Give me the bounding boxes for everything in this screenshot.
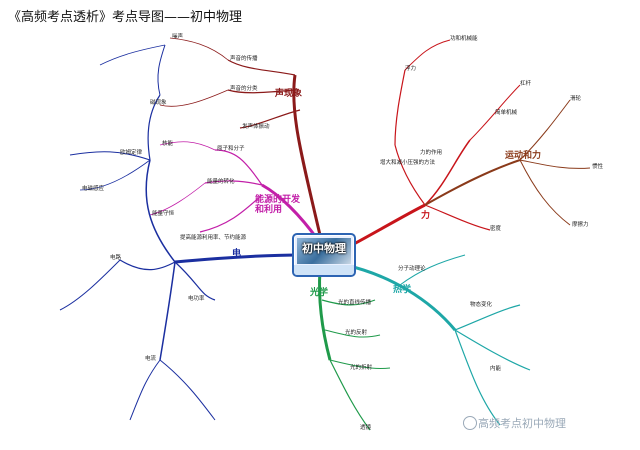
- link-heat-1: [454, 304, 521, 331]
- node-ohm: 欧姆定律: [120, 150, 143, 156]
- center-node: 初中物理: [292, 233, 356, 277]
- branch-label-motion: 运动和力: [505, 151, 542, 161]
- node-internal-energy: 内能: [490, 366, 502, 372]
- branch-line-sound: [292, 74, 322, 236]
- link-optics-3: [324, 329, 381, 338]
- link-energy-1: [214, 149, 263, 186]
- link-motion-1: [519, 99, 571, 161]
- link-optics-1: [329, 359, 371, 431]
- node-state-change: 物态变化: [470, 302, 493, 308]
- node-magnetism: 磁现象: [150, 100, 167, 106]
- node-refraction: 光的折射: [350, 365, 373, 371]
- branch-line-motion: [424, 159, 521, 206]
- link-elec-11: [79, 159, 151, 191]
- branch-label-mechanics: 力: [421, 211, 431, 221]
- node-inertia: 惯性: [592, 164, 604, 170]
- link-optics-4: [329, 359, 391, 369]
- node-density: 密度: [490, 226, 502, 232]
- node-atom: 原子和分子: [217, 146, 245, 152]
- link-heat-2: [454, 329, 531, 371]
- link-motion-2: [519, 159, 591, 169]
- link-sound-3: [239, 109, 301, 129]
- physics-photo-icon: [297, 238, 351, 264]
- branch-label-heat: 热学: [393, 285, 412, 295]
- wechat-icon: [463, 416, 477, 430]
- link-mech-3: [394, 69, 406, 146]
- node-pulley: 滑轮: [570, 96, 582, 102]
- link-heat-4: [399, 254, 466, 286]
- link-elec-9: [69, 151, 151, 161]
- link-mech-4: [424, 204, 491, 231]
- link-motion-3: [519, 159, 571, 226]
- link-mech-5: [469, 84, 521, 141]
- node-lever: 杠杆: [520, 81, 532, 87]
- node-light-straight: 光的直线传播: [338, 300, 372, 306]
- node-nuclear: 核能: [162, 141, 174, 147]
- link-elec-7: [129, 359, 161, 421]
- branch-line-mechanics: [351, 203, 426, 247]
- node-power: 电功率: [188, 296, 205, 302]
- center-label: 初中物理: [302, 242, 346, 255]
- branch-line-heat: [344, 263, 457, 331]
- node-simple-machine: 简单机械: [495, 110, 518, 116]
- link-elec-4: [119, 259, 176, 271]
- node-force: 力的作用: [420, 150, 443, 156]
- center-banner: [294, 265, 354, 275]
- node-molecule: 分子动理论: [398, 266, 426, 272]
- node-friction: 摩擦力: [572, 222, 589, 228]
- link-energy-4: [159, 141, 216, 151]
- node-sound-vibration: 发声体振动: [242, 124, 270, 130]
- branch-label-sound: 声现象: [275, 89, 303, 99]
- link-energy-5: [149, 182, 206, 216]
- node-induction: 电磁感应: [82, 186, 105, 192]
- branch-label-energy: 能源的开发和利用: [255, 195, 301, 215]
- link-elec-2: [147, 94, 161, 161]
- link-elec-3: [157, 44, 166, 96]
- node-lens: 透镜: [360, 425, 372, 431]
- node-sound-propagation: 声音的传播: [230, 56, 258, 62]
- node-buoyancy: 浮力: [405, 66, 417, 72]
- link-elec-1: [145, 159, 176, 263]
- link-mech-6: [404, 39, 451, 71]
- link-energy-2: [204, 180, 263, 186]
- node-work: 功和机械能: [450, 36, 478, 42]
- node-save-energy: 提高能源利用率、节约能源: [180, 235, 247, 241]
- link-mech-1: [424, 139, 471, 206]
- link-elec-5: [159, 261, 176, 361]
- node-pressure: 增大和减小压强的方法: [380, 160, 436, 166]
- node-energy-conservation: 能量守恒: [152, 211, 175, 217]
- link-elec-8: [159, 359, 216, 421]
- node-reflection: 光的反射: [345, 330, 368, 336]
- node-energy-types: 能量的转化: [207, 179, 235, 185]
- link-elec-6: [174, 261, 216, 301]
- link-elec-10: [59, 259, 121, 311]
- link-sound-1: [227, 59, 296, 76]
- link-elec-12: [99, 44, 166, 66]
- branch-line-optics: [318, 269, 332, 361]
- link-energy-3: [199, 194, 263, 233]
- branch-label-optics: 光学: [310, 288, 329, 298]
- branch-label-electricity: 电: [232, 249, 242, 259]
- node-sound-classes: 声音的分类: [230, 86, 258, 92]
- link-heat-3: [454, 329, 501, 426]
- link-mech-2: [394, 144, 426, 206]
- branch-line-electricity: [174, 253, 301, 264]
- link-sound-2: [227, 89, 296, 94]
- link-optics-2: [321, 299, 376, 306]
- link-sound-4: [169, 37, 229, 61]
- link-sound-5: [159, 89, 229, 107]
- node-current: 电流: [145, 356, 157, 362]
- node-sound-noise: 噪声: [172, 34, 184, 40]
- watermark-text: 高频考点初中物理: [478, 417, 566, 430]
- node-circuit: 电路: [110, 255, 122, 261]
- page-title: 《高频考点透析》考点导图——初中物理: [8, 10, 243, 25]
